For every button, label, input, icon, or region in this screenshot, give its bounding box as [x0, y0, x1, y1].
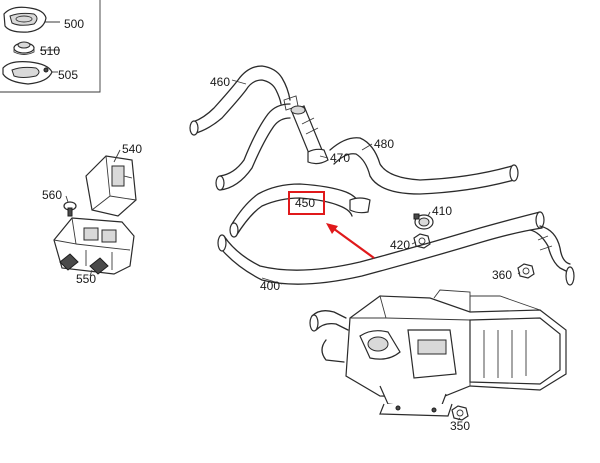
part-510-cap — [13, 41, 35, 55]
part-350-nut — [451, 405, 469, 421]
part-360-nut — [517, 263, 535, 279]
part-450-hose — [229, 183, 371, 238]
highlight-arrow — [326, 223, 375, 259]
label-470: 470 — [330, 151, 351, 165]
label-420: 420 — [390, 238, 411, 252]
part-505-gasket — [2, 61, 53, 85]
part-410-clamp — [413, 213, 434, 230]
part-550-module — [53, 217, 135, 275]
label-350: 350 — [450, 419, 471, 433]
label-410: 410 — [432, 204, 453, 218]
part-500-cover — [3, 6, 47, 33]
label-360: 360 — [492, 268, 513, 282]
label-450: 450 — [295, 196, 316, 210]
label-400: 400 — [260, 279, 281, 293]
part-400-hose — [217, 211, 575, 286]
leader-lines — [65, 79, 521, 421]
part-480-hose — [215, 103, 519, 195]
highlight-box-450 — [288, 191, 325, 215]
heater-unit — [309, 289, 567, 417]
label-550: 550 — [76, 272, 97, 286]
label-500: 500 — [64, 17, 85, 31]
label-560: 560 — [42, 188, 63, 202]
part-470-connector — [290, 105, 329, 165]
label-460: 460 — [210, 75, 231, 89]
part-540-bracket — [85, 155, 137, 217]
label-480: 480 — [374, 137, 395, 151]
label-510: 510 — [40, 44, 61, 58]
label-540: 540 — [122, 142, 143, 156]
part-460-hose — [189, 65, 299, 136]
label-505: 505 — [58, 68, 79, 82]
part-560-screw — [63, 201, 77, 217]
